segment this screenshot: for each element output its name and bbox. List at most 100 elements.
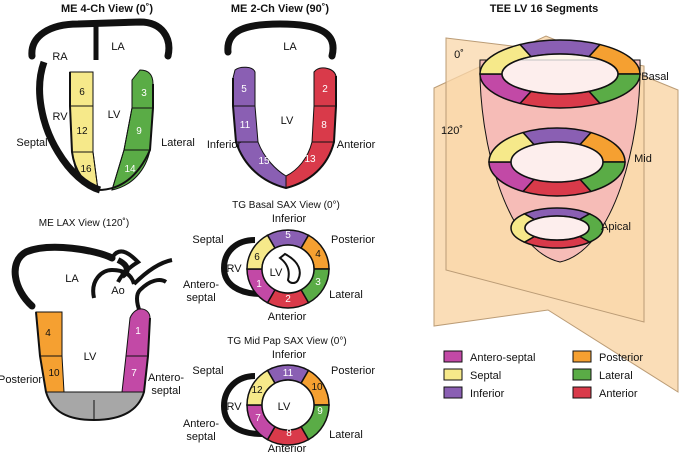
tg-basal-papillary [278, 252, 301, 284]
tg-mid-inferior-label: Inferior [272, 349, 307, 361]
tee-mid-cavity [510, 141, 604, 183]
tg-mid-sax-view: TG Mid Pap SAX View (0°) Inferior Septal… [183, 336, 375, 454]
tee-mid-ring [488, 127, 626, 197]
me-lax-apex [45, 391, 145, 421]
me-4ch-lv-label: LV [108, 109, 121, 121]
legend-swatch-lateral [572, 368, 592, 381]
me-2ch-lv-outline [232, 76, 337, 190]
tg-mid-seg-11-label: 11 [283, 368, 294, 379]
me-4ch-rv-wall [36, 60, 102, 194]
legend-label-inferior: Inferior [470, 388, 505, 400]
me-lax-lv-label: LV [84, 351, 97, 363]
tee-mid-label: Mid [634, 153, 652, 165]
tg-basal-seg-3-label: 3 [315, 277, 321, 288]
me-lax-view: ME LAX View (120˚) LA Ao LV Posterior An… [0, 217, 184, 422]
legend-swatch-septal [443, 368, 463, 381]
me-2ch-lv-label: LV [281, 115, 294, 127]
me-lax-ao-label: Ao [111, 285, 124, 297]
tg-mid-anterior-label: Anterior [268, 443, 307, 454]
tee-apical-ring [510, 207, 604, 249]
me-4ch-ra-label: RA [52, 51, 68, 63]
tg-mid-cavity [261, 379, 315, 431]
legend-swatch-anterior [572, 386, 592, 399]
me-lax-la-label: LA [65, 273, 79, 285]
legend-label-lateral: Lateral [599, 370, 633, 382]
me-lax-antero-label-1: Antero- [148, 372, 184, 384]
tg-basal-sax-view: TG Basal SAX View (0°) Inferior Septal P… [183, 200, 375, 323]
tg-basal-lv-label: LV [270, 267, 283, 279]
tee-basal-label: Basal [641, 71, 669, 83]
tg-basal-seg-4-label: 4 [315, 249, 321, 260]
me-4ch-atria-wall [28, 18, 173, 60]
me-4ch-seg-12-label: 12 [76, 126, 88, 137]
tee-3d-view: TEE LV 16 Segments 0˚ 120˚ Basal Mid Api… [433, 3, 679, 393]
me-2ch-seg-2-label: 2 [322, 84, 328, 95]
me-2ch-seg-13 [285, 141, 335, 189]
legend-swatch-inferior [443, 386, 463, 399]
tee-deg120-label: 120˚ [441, 125, 463, 137]
legend: Antero-septal Septal Inferior Posterior … [443, 350, 643, 400]
tg-mid-antero-label-1: Antero- [183, 418, 219, 430]
me-4ch-septal-label: Septal [16, 137, 47, 149]
legend-swatch-antero-septal [443, 350, 463, 363]
me-4ch-seg-14-label: 14 [124, 164, 136, 175]
me-lax-title: ME LAX View (120˚) [39, 217, 129, 229]
me-4ch-seg-9-label: 9 [136, 126, 142, 137]
tg-basal-posterior-label: Posterior [331, 234, 375, 246]
tee-deg0-label: 0˚ [454, 49, 464, 61]
tg-mid-seg-10-label: 10 [311, 382, 323, 393]
me-2ch-anterior-label: Anterior [337, 139, 376, 151]
tg-mid-ring [246, 364, 330, 446]
me-lax-seg-7-label: 7 [131, 368, 137, 379]
me-2ch-title: ME 2-Ch View (90˚) [231, 3, 330, 15]
me-2ch-seg-13-label: 13 [304, 154, 316, 165]
legend-label-anterior: Anterior [599, 388, 638, 400]
legend-swatch-posterior [572, 350, 592, 363]
tg-mid-seg-7-label: 7 [255, 413, 261, 424]
me-2ch-seg-11-label: 11 [240, 120, 251, 131]
me-4ch-lv-inner [92, 72, 133, 191]
tg-basal-rv-label: RV [226, 263, 242, 275]
me-2ch-seg-15-label: 15 [258, 156, 270, 167]
me-4ch-view: ME 4-Ch View (0˚) RA LA RV LV Septal Lat… [16, 3, 195, 194]
tg-basal-title: TG Basal SAX View (0°) [232, 200, 340, 211]
me-lax-ao-leaflet [116, 257, 130, 279]
legend-label-posterior: Posterior [599, 352, 643, 364]
me-lax-seg-4-label: 4 [45, 328, 51, 339]
me-2ch-la-label: LA [283, 41, 297, 53]
tg-mid-septal-label: Septal [192, 365, 223, 377]
me-lax-posterior-label: Posterior [0, 374, 42, 386]
tg-mid-lv-label: LV [278, 401, 291, 413]
legend-label-septal: Septal [470, 370, 501, 382]
tg-mid-rv-label: RV [226, 401, 242, 413]
me-4ch-la-label: LA [111, 41, 125, 53]
tg-basal-seg-6-label: 6 [254, 252, 260, 263]
tg-mid-posterior-label: Posterior [331, 365, 375, 377]
tg-mid-seg-9-label: 9 [317, 406, 323, 417]
tee-basal-cavity [501, 53, 619, 95]
tg-basal-antero-label-2: septal [186, 292, 215, 304]
me-lax-antero-label-2: septal [151, 385, 180, 397]
tee-apical-label: Apical [601, 221, 631, 233]
me-2ch-seg-8-label: 8 [321, 120, 327, 131]
me-lax-apex-divider [64, 391, 122, 420]
tg-mid-antero-label-2: septal [186, 431, 215, 443]
me-4ch-lateral-label: Lateral [161, 137, 195, 149]
tg-basal-lateral-label: Lateral [329, 289, 363, 301]
tg-basal-inferior-label: Inferior [272, 213, 307, 225]
tg-basal-seg-5-label: 5 [285, 230, 291, 241]
tg-mid-seg-8-label: 8 [286, 428, 292, 439]
tg-basal-antero-label-1: Antero- [183, 279, 219, 291]
me-2ch-atrium-wall [224, 20, 337, 60]
tg-mid-lateral-label: Lateral [329, 429, 363, 441]
me-2ch-inferior-label: Inferior [207, 139, 242, 151]
tg-basal-septal-label: Septal [192, 234, 223, 246]
tee-basal-ring [479, 39, 641, 109]
tee-title: TEE LV 16 Segments [490, 3, 599, 15]
me-lax-aorta-wall [91, 249, 173, 313]
me-4ch-title: ME 4-Ch View (0˚) [61, 3, 153, 15]
tg-basal-seg-1-label: 1 [256, 279, 262, 290]
me-4ch-seg-16-label: 16 [80, 164, 92, 175]
me-lax-la-wall [11, 243, 116, 310]
